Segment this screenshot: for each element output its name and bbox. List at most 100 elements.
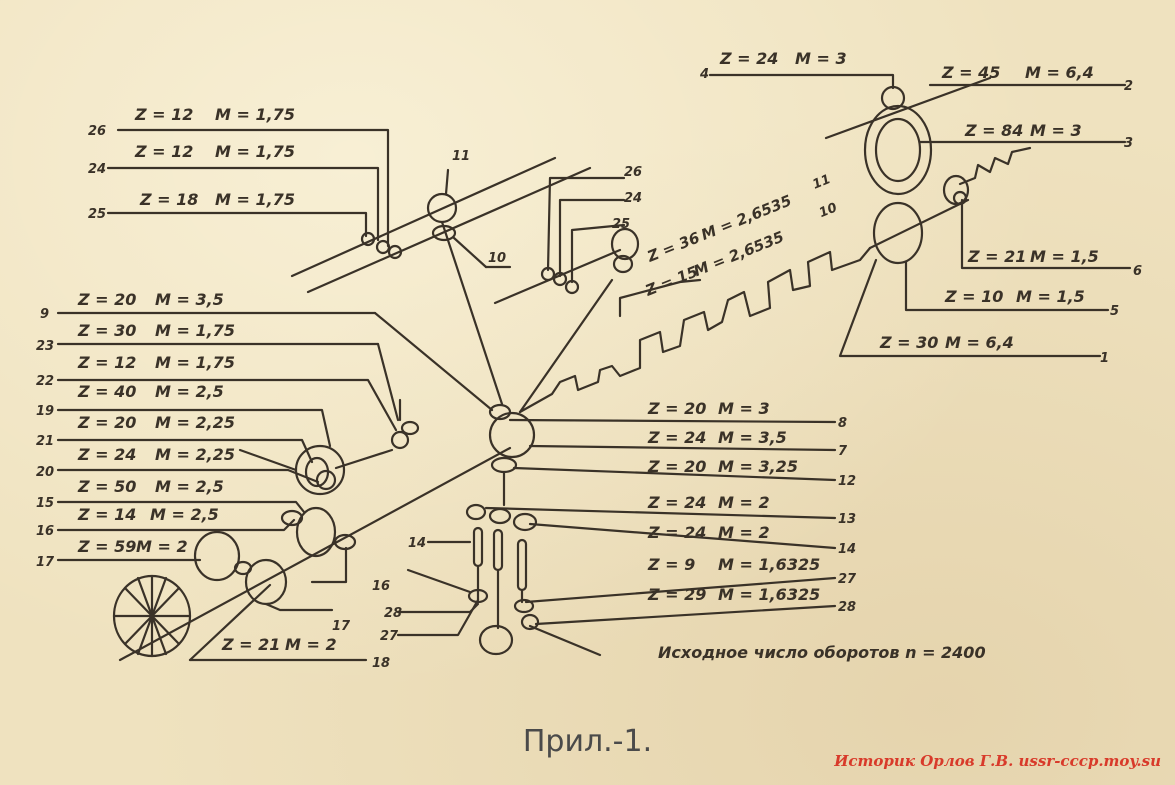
- svg-text:Z = 14: Z = 14: [77, 505, 136, 524]
- label-16: 16 Z = 14 M = 2,5: [36, 505, 219, 539]
- svg-text:M = 2: M = 2: [718, 493, 770, 512]
- svg-text:17: 17: [36, 555, 55, 570]
- svg-text:M = 3,5: M = 3,5: [718, 428, 787, 447]
- svg-text:5: 5: [1110, 304, 1119, 319]
- svg-text:24: 24: [624, 191, 642, 206]
- gear-3: [874, 117, 922, 183]
- svg-text:Z = 29: Z = 29: [647, 585, 706, 604]
- svg-text:Z = 12: Z = 12: [134, 105, 193, 124]
- svg-text:Z = 15: Z = 15: [642, 263, 700, 301]
- svg-text:10: 10: [817, 200, 839, 221]
- label-9: 9 Z = 20 M = 3,5: [40, 290, 224, 322]
- svg-text:13: 13: [838, 512, 856, 527]
- svg-text:18: 18: [372, 656, 390, 671]
- svg-text:24: 24: [88, 162, 106, 177]
- spoked-wheel: [112, 574, 192, 658]
- svg-text:20: 20: [36, 465, 54, 480]
- svg-text:19: 19: [36, 404, 54, 419]
- svg-text:M = 1,75: M = 1,75: [215, 190, 295, 209]
- svg-text:2: 2: [1124, 79, 1133, 94]
- svg-text:M = 2,25: M = 2,25: [155, 445, 235, 464]
- gear-27-bottom: [478, 624, 514, 656]
- svg-text:10: 10: [488, 251, 506, 266]
- svg-text:Z = 24: Z = 24: [719, 49, 778, 68]
- svg-text:12: 12: [838, 474, 856, 489]
- svg-text:16: 16: [36, 524, 54, 539]
- label-2: Z = 45 M = 6,4 2: [941, 63, 1133, 94]
- svg-text:14: 14: [838, 542, 856, 557]
- svg-text:3: 3: [1124, 136, 1133, 151]
- svg-text:M = 2,5: M = 2,5: [150, 505, 219, 524]
- svg-text:M = 1,5: M = 1,5: [1016, 287, 1085, 306]
- svg-text:15: 15: [36, 496, 54, 511]
- svg-text:26: 26: [88, 124, 106, 139]
- svg-text:M = 2,25: M = 2,25: [155, 413, 235, 432]
- gear-12: [490, 456, 518, 474]
- svg-text:11: 11: [452, 149, 470, 164]
- svg-text:6: 6: [1133, 264, 1142, 279]
- svg-text:Z = 24: Z = 24: [647, 523, 706, 542]
- label-15: 15 Z = 50 M = 2,5: [36, 477, 224, 511]
- label-13: Z = 24 M = 2 13: [647, 493, 856, 527]
- svg-text:Z = 12: Z = 12: [77, 353, 136, 372]
- top-right-labels: 4 Z = 24 M = 3 Z = 45 M = 6,4 2 Z = 84 M…: [699, 49, 1142, 366]
- svg-text:16: 16: [372, 579, 390, 594]
- label-27: Z = 9 M = 1,6325 27: [647, 555, 857, 587]
- svg-text:M = 1,6325: M = 1,6325: [718, 555, 820, 574]
- svg-text:M = 2: M = 2: [718, 523, 770, 542]
- svg-text:Z = 50: Z = 50: [77, 477, 136, 496]
- svg-text:27: 27: [380, 629, 399, 644]
- label-22: 22 Z = 12 M = 1,75: [36, 353, 235, 389]
- svg-text:Z = 18: Z = 18: [139, 190, 198, 209]
- gear-17: [193, 530, 241, 582]
- svg-text:17: 17: [332, 619, 351, 634]
- credit-watermark: Историк Орлов Г.В. ussr-cccp.moy.su: [834, 752, 1161, 770]
- svg-text:Z = 30: Z = 30: [879, 333, 938, 352]
- svg-text:Z = 59: Z = 59: [77, 537, 136, 556]
- svg-text:M = 1,75: M = 1,75: [155, 321, 235, 340]
- svg-text:Z = 21: Z = 21: [221, 635, 280, 654]
- label-24: 24 Z = 12 M = 1,75: [88, 142, 295, 177]
- svg-text:Z = 24: Z = 24: [647, 428, 706, 447]
- gear-2: [863, 104, 933, 196]
- gear-1: [872, 201, 924, 265]
- svg-text:Z = 84: Z = 84: [964, 121, 1023, 140]
- svg-text:Z = 20: Z = 20: [647, 457, 706, 476]
- bottom-labels: 14 28 27 16 17 18 Z = 21 M = 2: [221, 536, 426, 671]
- gear-20: [315, 469, 337, 491]
- label-7: Z = 24 M = 3,5 7: [647, 428, 848, 459]
- gear-10-center: [612, 254, 634, 274]
- gear-6: [942, 174, 970, 206]
- svg-text:M = 3,25: M = 3,25: [718, 457, 798, 476]
- gear-15: [295, 506, 337, 558]
- label-21: 21 Z = 20 M = 2,25: [36, 413, 235, 449]
- svg-text:25: 25: [88, 207, 106, 222]
- mechanism-drawing: [56, 73, 1132, 662]
- label-12: Z = 20 M = 3,25 12: [647, 457, 856, 489]
- label-4: 4 Z = 24 M = 3: [699, 49, 847, 82]
- svg-text:Z = 45: Z = 45: [941, 63, 1000, 82]
- label-5: Z = 10 M = 1,5 5: [944, 287, 1119, 319]
- figure-caption: Прил.-1.: [522, 724, 653, 759]
- gear-11-center: [610, 227, 640, 261]
- svg-text:8: 8: [838, 416, 847, 431]
- label-3: Z = 84 M = 3 3: [964, 121, 1133, 151]
- svg-text:27: 27: [838, 572, 857, 587]
- svg-text:25: 25: [612, 217, 630, 232]
- label-19: 19 Z = 40 M = 2,5: [36, 382, 224, 419]
- label-28: Z = 29 M = 1,6325 28: [647, 585, 856, 615]
- label-17: 17 Z = 59 M = 2: [36, 537, 188, 570]
- gear-13: [465, 503, 487, 521]
- svg-text:28: 28: [838, 600, 856, 615]
- gear-14: [512, 512, 538, 532]
- svg-text:Z = 40: Z = 40: [77, 382, 136, 401]
- left-labels: 26 Z = 12 M = 1,75 24 Z = 12 M = 1,75 25…: [36, 105, 295, 570]
- svg-text:M = 6,4: M = 6,4: [1025, 63, 1094, 82]
- svg-text:21: 21: [36, 434, 54, 449]
- svg-text:14: 14: [408, 536, 426, 551]
- svg-text:M = 3: M = 3: [795, 49, 847, 68]
- svg-text:M = 6,4: M = 6,4: [945, 333, 1014, 352]
- svg-text:Z = 20: Z = 20: [647, 399, 706, 418]
- label-14: Z = 24 M = 2 14: [647, 523, 856, 557]
